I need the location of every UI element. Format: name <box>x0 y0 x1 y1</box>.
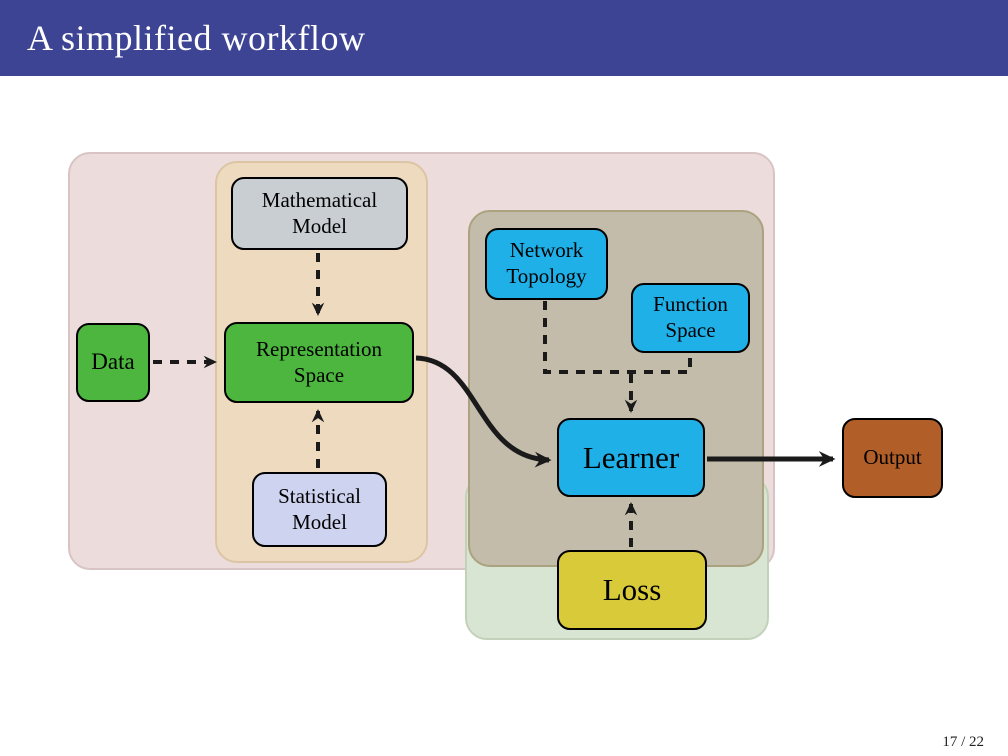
node-output-label: Output <box>863 445 922 470</box>
node-representation-space-line1: Representation <box>256 336 382 361</box>
node-statistical-model: Statistical Model <box>252 472 387 547</box>
node-mathematical-model: Mathematical Model <box>231 177 408 250</box>
page-indicator: 17 / 22 <box>942 734 984 750</box>
slide-title: A simplified workflow <box>27 18 366 58</box>
node-statistical-model-line1: Statistical <box>278 483 361 508</box>
node-network-topology: Network Topology <box>485 228 608 300</box>
node-representation-space: Representation Space <box>224 322 414 403</box>
node-function-space: Function Space <box>631 283 750 353</box>
node-mathematical-model-line1: Mathematical <box>261 187 378 212</box>
node-data: Data <box>76 323 150 402</box>
node-output: Output <box>842 418 943 498</box>
node-loss: Loss <box>557 550 707 630</box>
node-network-topology-line2: Topology <box>506 264 587 288</box>
node-network-topology-line1: Network <box>509 238 584 263</box>
node-function-space-line1: Function <box>653 292 728 317</box>
node-learner: Learner <box>557 418 705 497</box>
title-bar: A simplified workflow <box>0 0 1008 76</box>
node-loss-label: Loss <box>602 572 662 608</box>
node-statistical-model-line2: Model <box>292 509 347 534</box>
node-data-label: Data <box>91 349 135 375</box>
node-mathematical-model-line2: Model <box>292 213 347 238</box>
node-representation-space-line2: Space <box>293 362 345 387</box>
node-function-space-line2: Space <box>665 318 716 342</box>
node-learner-label: Learner <box>582 439 680 475</box>
